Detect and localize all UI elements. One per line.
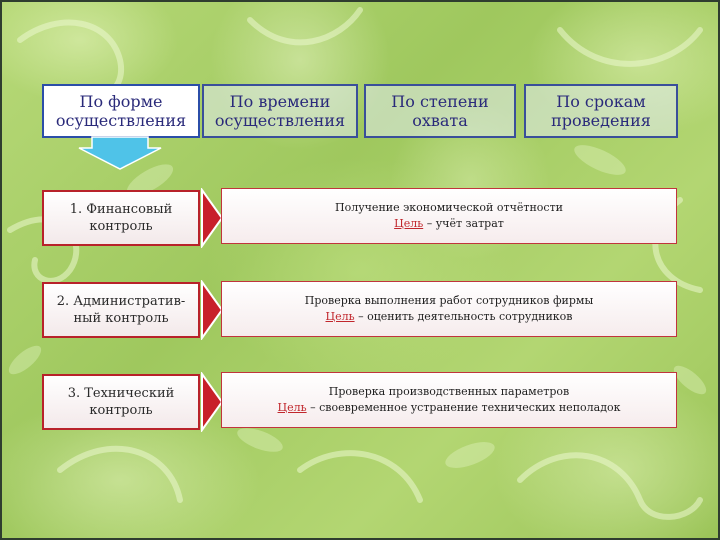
tab-label-line2: осуществления xyxy=(214,111,346,130)
tab-label-line1: По времени xyxy=(229,92,331,111)
goal-line: Цель – учёт затрат xyxy=(394,216,504,232)
goal-text: – оценить деятельность сотрудников xyxy=(354,310,573,323)
category-label-line1: 2. Административ- xyxy=(56,294,186,309)
category-label-line1: 1. Финансовый xyxy=(69,202,173,217)
tab-by-form[interactable]: По форме осуществления xyxy=(42,84,200,138)
chevron-right-icon xyxy=(201,188,224,248)
goal-label: Цель xyxy=(277,401,307,414)
category-label-line2: ный контроль xyxy=(73,311,169,326)
category-administrative-control[interactable]: 2. Административ- ный контроль xyxy=(42,282,200,338)
description-text: Получение экономической отчётности xyxy=(334,201,563,214)
goal-label: Цель xyxy=(325,310,355,323)
tab-by-coverage[interactable]: По степени охвата xyxy=(364,84,516,138)
category-financial-control[interactable]: 1. Финансовый контроль xyxy=(42,190,200,246)
chevron-right-icon xyxy=(201,280,224,340)
down-arrow-icon xyxy=(78,136,162,170)
goal-text: – учёт затрат xyxy=(423,217,504,230)
description-box: Проверка производственных параметров Цел… xyxy=(221,372,677,428)
tab-label-line1: По степени xyxy=(391,92,489,111)
description-text: Проверка выполнения работ сотрудников фи… xyxy=(304,294,594,307)
tab-by-time[interactable]: По времени осуществления xyxy=(202,84,358,138)
tab-by-period[interactable]: По срокам проведения xyxy=(524,84,678,138)
description-box: Проверка выполнения работ сотрудников фи… xyxy=(221,281,677,337)
description-text: Проверка производственных параметров xyxy=(328,385,570,398)
chevron-right-icon xyxy=(201,372,224,432)
goal-text: – своевременное устранение технических н… xyxy=(306,401,621,414)
description-box: Получение экономической отчётности Цель … xyxy=(221,188,677,244)
category-label-line1: 3. Технический xyxy=(67,386,175,401)
goal-label: Цель xyxy=(394,217,424,230)
goal-line: Цель – своевременное устранение техничес… xyxy=(278,400,621,416)
category-label-line2: контроль xyxy=(89,403,153,418)
tab-label-line2: осуществления xyxy=(55,111,187,130)
tab-label-line1: По форме xyxy=(79,92,163,111)
category-label-line2: контроль xyxy=(89,219,153,234)
tab-label-line1: По срокам xyxy=(556,92,646,111)
goal-line: Цель – оценить деятельность сотрудников xyxy=(325,309,572,325)
tab-label-line2: проведения xyxy=(551,111,651,130)
category-technical-control[interactable]: 3. Технический контроль xyxy=(42,374,200,430)
tab-label-line2: охвата xyxy=(412,111,468,130)
